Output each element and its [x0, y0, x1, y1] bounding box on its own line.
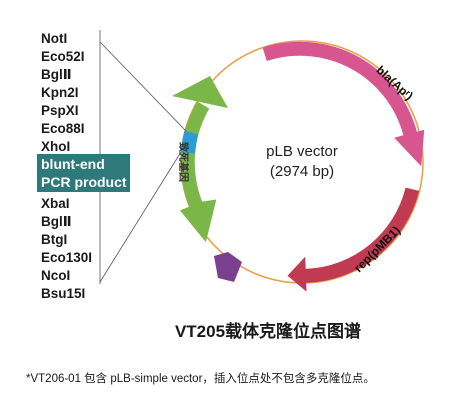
insert-site-segment [181, 130, 199, 154]
site-ncoi: NcoI [41, 268, 70, 283]
site-btgi: BtgI [41, 232, 67, 247]
lethal-gene-label: 致死基因 [177, 142, 190, 182]
site-eco52i: Eco52I [41, 49, 85, 64]
bla-feature-arrow [262, 41, 425, 167]
figure-title: VT205载体克隆位点图谱 [175, 321, 361, 341]
small-feature-arrow [214, 252, 242, 282]
site-pspxi: PspXI [41, 103, 79, 118]
insert-highlight-box [37, 154, 130, 192]
footnote: *VT206-01 包含 pLB-simple vector，插入位点处不包含多… [26, 371, 375, 385]
sites-above-list: NotI Eco52I BglⅡ Kpn2I PspXI Eco88I XhoI [41, 31, 85, 154]
sites-below-list: XbaI BglⅡ BtgI Eco130I NcoI Bsu15I [41, 196, 92, 301]
insert-label-line1: blunt-end [41, 156, 105, 172]
leader-line-top [99, 41, 187, 132]
vector-size: (2974 bp) [270, 163, 334, 180]
lethal-gene-text: 致死基因 [177, 142, 190, 182]
rep-feature-arrow [287, 187, 420, 292]
site-kpn2i: Kpn2I [41, 85, 79, 100]
site-bglii-1: BglⅡ [41, 67, 72, 82]
leader-line-bottom [99, 151, 182, 283]
site-noti: NotI [41, 31, 67, 46]
insert-label-line2: PCR product [41, 174, 127, 190]
site-eco130i: Eco130I [41, 250, 92, 265]
site-bsu15i: Bsu15I [41, 286, 85, 301]
site-xbai: XbaI [41, 196, 70, 211]
site-bglii-2: BglⅡ [41, 214, 72, 229]
site-xhoi: XhoI [41, 139, 70, 154]
lethal-gene-arrowhead [172, 76, 228, 108]
site-eco88i: Eco88I [41, 121, 85, 136]
rep-label: rep(pMB1) [351, 223, 403, 275]
vector-name: pLB vector [266, 143, 338, 160]
